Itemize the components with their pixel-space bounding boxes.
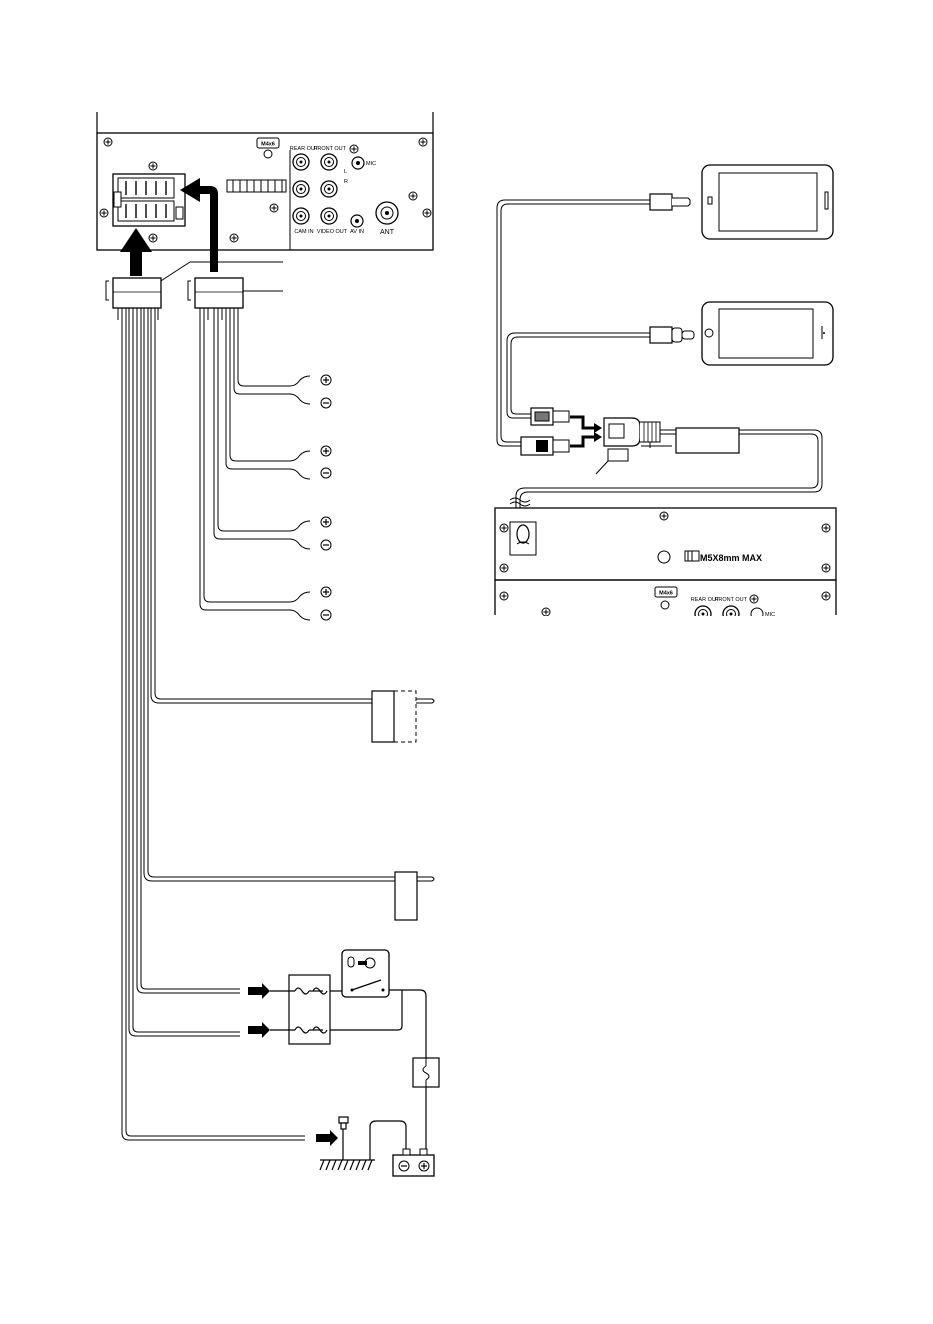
cam-in-jack	[293, 208, 309, 224]
front-out-label-2: FRONT OUT	[715, 597, 748, 603]
iso-connector-socket	[113, 174, 185, 226]
speaker-wires	[200, 308, 310, 620]
usb-plug-lower	[521, 437, 569, 455]
screw-max-label: M5X8mm MAX	[700, 553, 762, 563]
video-out-label: VIDEO OUT	[317, 229, 348, 235]
plus-icon	[321, 375, 331, 385]
android-phone-icon	[702, 165, 833, 239]
screw-size-label: M4x6	[261, 142, 275, 148]
unit-side-view: M5X8mm MAX M4x6 REAR OUT FRONT OUT MIC	[495, 508, 836, 622]
ignition-switch	[342, 950, 389, 997]
head-unit-rear-panel: M4x6 REAR OUT FRONT OUT L R MIC CAM IN V…	[97, 112, 433, 250]
mic-label: MIC	[366, 161, 376, 167]
front-out-label: FRONT OUT	[314, 146, 347, 152]
usb-bold-arrows	[570, 417, 594, 446]
video-out-jack	[321, 208, 337, 224]
wire-connector-2	[395, 872, 434, 920]
power-lines	[330, 990, 426, 1160]
left-channel-label: L	[344, 169, 347, 175]
rear-out-l-jack	[293, 154, 309, 170]
fuse-box	[270, 975, 330, 1044]
speaker-polarity-marks	[321, 375, 331, 620]
iphone-icon	[702, 302, 833, 365]
lightning-plug	[650, 327, 694, 343]
ground-bolt	[339, 1117, 348, 1160]
wire-connector-1	[372, 691, 434, 742]
battery-plus-icon	[419, 1161, 429, 1171]
usb-cables	[497, 200, 650, 446]
antenna-label: ANT	[380, 229, 395, 236]
front-out-r-jack	[321, 181, 337, 197]
screw-size-label-small: M4x6	[659, 591, 673, 597]
chassis-ground-icon	[320, 1160, 375, 1170]
micro-usb-plug	[650, 194, 690, 210]
rear-out-r-jack	[293, 181, 309, 197]
usb-plug-upper	[531, 408, 569, 425]
minus-icon	[321, 398, 331, 408]
battery-icon	[393, 1149, 434, 1176]
inline-fuse	[413, 1058, 439, 1087]
battery-minus-icon	[399, 1161, 409, 1171]
av-in-label: AV IN	[350, 229, 364, 235]
iso-speaker-connector	[188, 278, 243, 308]
screw-icon	[104, 138, 112, 146]
front-out-l-jack	[321, 154, 337, 170]
cam-in-label: CAM IN	[294, 229, 313, 235]
power-harness-wires	[118, 308, 395, 1140]
iso-power-connector	[106, 278, 161, 308]
right-channel-label: R	[344, 179, 348, 185]
